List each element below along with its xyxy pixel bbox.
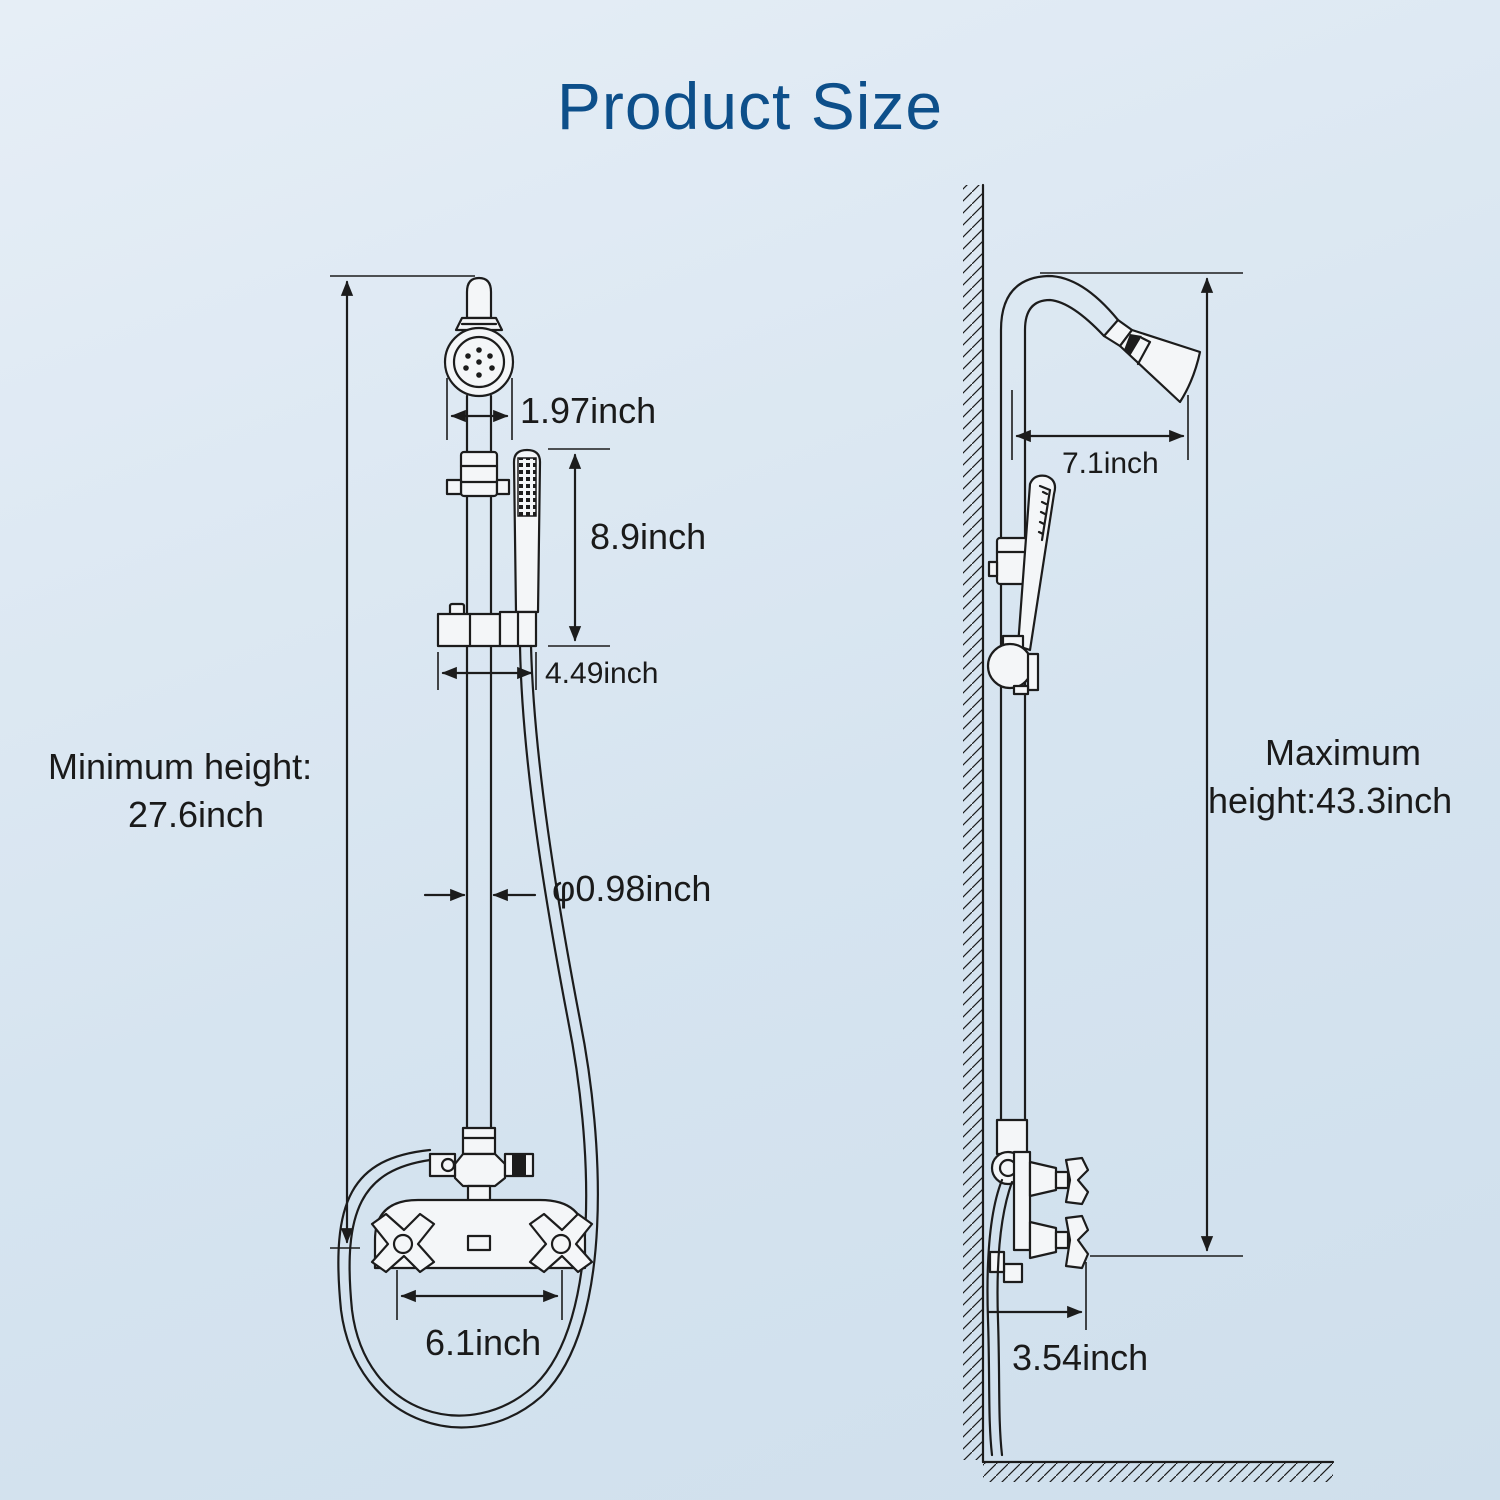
- shower-head-front: [443, 316, 515, 398]
- handheld-shower-front: [512, 448, 542, 614]
- diverter-front: [428, 1126, 535, 1210]
- arm-reach-label: 7.1inch: [1062, 447, 1159, 480]
- holder-width-label: 4.49inch: [545, 657, 659, 690]
- upper-clamp-side: [987, 536, 1029, 586]
- page-title: Product Size: [556, 69, 944, 143]
- shower-head-side: [1102, 318, 1202, 404]
- upper-clamp: [445, 450, 511, 498]
- hose-side: [986, 1178, 1014, 1457]
- min-height-label-line1: Minimum height:: [48, 746, 313, 787]
- max-height-label: Maximum: [1264, 732, 1421, 773]
- handheld-shower-side: [1016, 474, 1057, 652]
- slide-holder: [436, 602, 538, 648]
- max-height-value: height:43.3inch: [1208, 780, 1453, 821]
- handheld-length-label: 8.9inch: [590, 516, 707, 557]
- min-height-label: Minimum height:: [48, 746, 312, 788]
- head-diameter-label: 1.97inch: [520, 390, 657, 431]
- wall-hatch: [963, 183, 1335, 1482]
- side-view: [963, 183, 1335, 1482]
- front-view: [330, 275, 610, 1429]
- slide-holder-side: [986, 634, 1040, 696]
- mixer-side: [988, 1118, 1090, 1284]
- pipe-diameter-label: φ0.98inch: [552, 868, 712, 909]
- faucet-depth-label: 3.54inch: [1012, 1337, 1149, 1378]
- mixer-body-front: [370, 1198, 594, 1274]
- min-height-value-text: 27.6inch: [127, 794, 265, 835]
- min-height-dimension: [330, 275, 475, 1249]
- slide-rail: [465, 394, 493, 1130]
- hose-front: [337, 644, 599, 1429]
- side-rail: [999, 274, 1120, 1122]
- min-height-value: 27.6inch: [48, 794, 344, 836]
- faucet-width-label: 6.1inch: [425, 1322, 542, 1363]
